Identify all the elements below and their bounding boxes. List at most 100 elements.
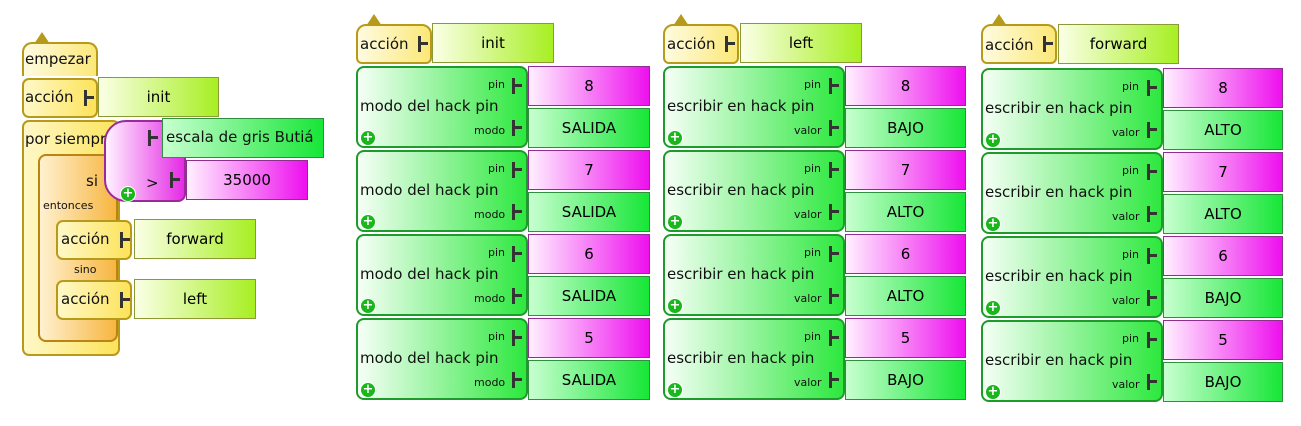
plus-icon[interactable]: + xyxy=(985,132,1001,148)
else-label: sino xyxy=(74,263,97,276)
pin-param-label: pin xyxy=(1122,332,1140,345)
plus-icon[interactable]: + xyxy=(667,382,683,398)
then-action-block[interactable] xyxy=(56,220,132,260)
gray-scale-sensor-block[interactable] xyxy=(162,118,324,158)
socket-connector-icon xyxy=(829,204,839,220)
level-value-field[interactable]: ALTO xyxy=(845,192,966,232)
pin-param-label: pin xyxy=(488,162,506,175)
mode-param-label: modo xyxy=(474,124,506,137)
pin-value-field[interactable]: 7 xyxy=(528,150,650,190)
socket-connector-icon xyxy=(725,36,735,52)
plus-icon[interactable]: + xyxy=(667,214,683,230)
plus-icon[interactable]: + xyxy=(985,300,1001,316)
action-definition-header-label: acción xyxy=(985,36,1034,54)
forever-block-label: por siempre xyxy=(25,130,116,148)
hack-pin-block[interactable] xyxy=(663,66,845,148)
hack-pin-block[interactable] xyxy=(356,318,528,400)
pin-value-field[interactable]: 8 xyxy=(1163,68,1283,108)
pin-param-label: pin xyxy=(1122,80,1140,93)
gray-scale-sensor-label: escala de gris Butiá xyxy=(166,128,314,146)
socket-connector-icon xyxy=(1147,164,1157,180)
pin-value-field[interactable]: 6 xyxy=(845,234,966,274)
else-action-label: acción xyxy=(61,290,110,308)
mode-param-label: modo xyxy=(474,292,506,305)
mode-value-field[interactable]: SALIDA xyxy=(528,360,650,400)
hack-pin-block-label: modo del hack pin xyxy=(360,181,499,199)
value-param-label: valor xyxy=(1112,210,1140,223)
value-param-label: valor xyxy=(1112,126,1140,139)
hack-pin-block[interactable] xyxy=(981,320,1163,402)
level-value-field[interactable]: BAJO xyxy=(1163,362,1283,402)
action-definition-name-field[interactable]: init xyxy=(432,23,554,63)
threshold-field[interactable]: 35000 xyxy=(186,160,308,200)
socket-connector-icon xyxy=(512,330,522,346)
pin-param-label: pin xyxy=(488,246,506,259)
level-value-field[interactable]: ALTO xyxy=(1163,194,1283,234)
plus-icon[interactable]: + xyxy=(985,384,1001,400)
hack-pin-block[interactable] xyxy=(663,318,845,400)
socket-connector-icon xyxy=(1147,248,1157,264)
pin-value-field[interactable]: 6 xyxy=(528,234,650,274)
else-action-block[interactable] xyxy=(56,280,132,320)
then-action-label: acción xyxy=(61,230,110,248)
pin-value-field[interactable]: 7 xyxy=(1163,152,1283,192)
plus-icon[interactable]: + xyxy=(985,216,1001,232)
start-block[interactable] xyxy=(22,42,98,76)
socket-connector-icon xyxy=(829,246,839,262)
plus-icon[interactable]: + xyxy=(360,382,376,398)
plus-icon[interactable]: + xyxy=(120,186,136,202)
plus-icon[interactable]: + xyxy=(667,298,683,314)
hack-pin-block-label: escribir en hack pin xyxy=(985,183,1133,201)
mode-param-label: modo xyxy=(474,376,506,389)
pin-value-field[interactable]: 5 xyxy=(528,318,650,358)
pin-param-label: pin xyxy=(804,330,822,343)
socket-connector-icon xyxy=(120,292,130,308)
action-name-field[interactable]: init xyxy=(98,77,219,117)
hack-pin-block[interactable] xyxy=(981,68,1163,150)
hack-pin-block-label: escribir en hack pin xyxy=(667,181,815,199)
plus-icon[interactable]: + xyxy=(360,214,376,230)
socket-connector-icon xyxy=(170,172,180,188)
pin-value-field[interactable]: 8 xyxy=(845,66,966,106)
plus-icon[interactable]: + xyxy=(667,130,683,146)
pin-value-field[interactable]: 7 xyxy=(845,150,966,190)
plus-icon[interactable]: + xyxy=(360,298,376,314)
mode-value-field[interactable]: SALIDA xyxy=(528,108,650,148)
pin-param-label: pin xyxy=(1122,248,1140,261)
else-action-name-field[interactable]: left xyxy=(134,279,256,319)
value-param-label: valor xyxy=(794,376,822,389)
hack-pin-block[interactable] xyxy=(356,150,528,232)
action-definition-name-field[interactable]: forward xyxy=(1058,24,1179,64)
hack-pin-block[interactable] xyxy=(981,236,1163,318)
socket-connector-icon xyxy=(829,288,839,304)
level-value-field[interactable]: BAJO xyxy=(1163,278,1283,318)
hack-pin-block-label: modo del hack pin xyxy=(360,349,499,367)
level-value-field[interactable]: BAJO xyxy=(845,108,966,148)
hack-pin-block[interactable] xyxy=(981,152,1163,234)
pin-value-field[interactable]: 5 xyxy=(1163,320,1283,360)
hack-pin-block[interactable] xyxy=(356,234,528,316)
level-value-field[interactable]: BAJO xyxy=(845,360,966,400)
value-param-label: valor xyxy=(1112,294,1140,307)
socket-connector-icon xyxy=(512,246,522,262)
socket-connector-icon xyxy=(512,120,522,136)
hack-pin-block[interactable] xyxy=(663,150,845,232)
then-action-name-field[interactable]: forward xyxy=(134,219,256,259)
level-value-field[interactable]: ALTO xyxy=(845,276,966,316)
plus-icon[interactable]: + xyxy=(360,130,376,146)
hack-pin-block[interactable] xyxy=(356,66,528,148)
level-value-field[interactable]: ALTO xyxy=(1163,110,1283,150)
pin-value-field[interactable]: 6 xyxy=(1163,236,1283,276)
socket-connector-icon xyxy=(1147,122,1157,138)
mode-value-field[interactable]: SALIDA xyxy=(528,192,650,232)
mode-value-field[interactable]: SALIDA xyxy=(528,276,650,316)
socket-connector-icon xyxy=(1147,290,1157,306)
pin-value-field[interactable]: 8 xyxy=(528,66,650,106)
action-definition-header-label: acción xyxy=(667,35,716,53)
hack-pin-block-label: escribir en hack pin xyxy=(985,99,1133,117)
pin-param-label: pin xyxy=(488,330,506,343)
then-label: entonces xyxy=(43,199,94,212)
pin-value-field[interactable]: 5 xyxy=(845,318,966,358)
action-definition-name-field[interactable]: left xyxy=(740,23,862,63)
hack-pin-block[interactable] xyxy=(663,234,845,316)
